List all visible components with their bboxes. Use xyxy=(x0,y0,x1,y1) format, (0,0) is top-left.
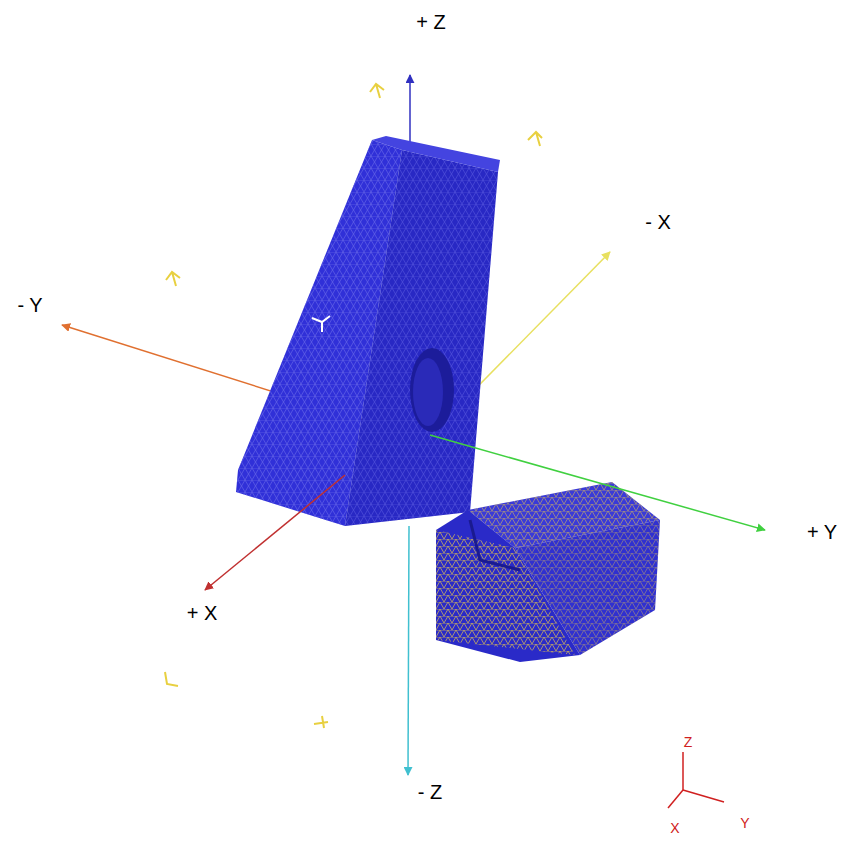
neg-z-axis xyxy=(408,526,409,775)
axis-label: + Y xyxy=(807,522,837,542)
pos-y-axis xyxy=(430,435,765,530)
triad-label: Z xyxy=(684,735,693,749)
axis-label: - Y xyxy=(17,295,42,315)
axis-label: - Z xyxy=(418,782,442,802)
view-markers xyxy=(165,84,542,728)
axis-label: + Z xyxy=(416,12,445,32)
block-part xyxy=(436,482,660,662)
axis-label: + X xyxy=(187,603,218,623)
pos-x-axis xyxy=(205,475,345,590)
axis-label: - X xyxy=(645,212,671,232)
triad-label: X xyxy=(670,821,679,835)
axis-triad xyxy=(668,752,724,808)
triad-label: Y xyxy=(740,816,749,830)
wedge-part xyxy=(236,136,500,526)
